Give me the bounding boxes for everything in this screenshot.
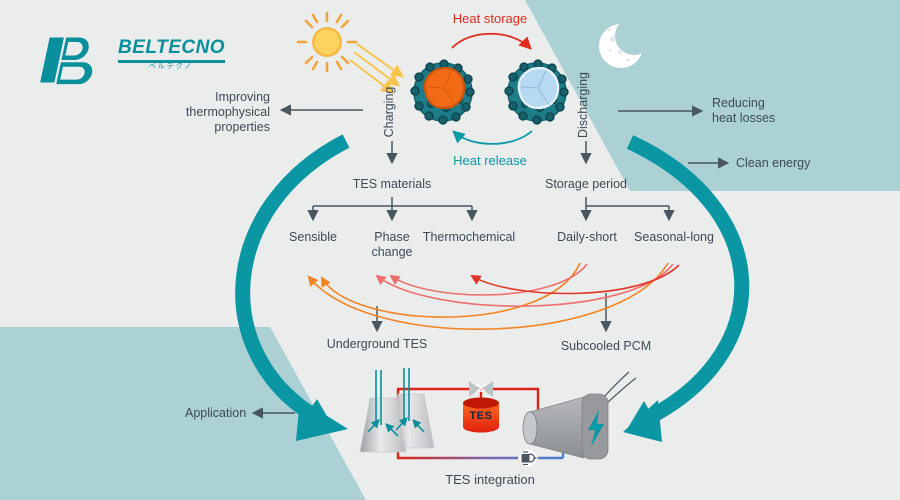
material-phase-change: Phase change — [371, 230, 413, 259]
discharged-particle-icon — [504, 59, 569, 125]
heat-storage-label: Heat storage — [452, 11, 528, 26]
tes-materials-title: TES materials — [352, 177, 432, 191]
tes-integration-caption: TES integration — [445, 472, 535, 487]
clean-energy-label: Clean energy — [736, 156, 811, 170]
brand-logo-icon — [40, 37, 93, 85]
turbine-icon — [522, 371, 637, 460]
sun-icon — [296, 11, 358, 73]
right-cycle-arrow — [623, 135, 750, 442]
subcooled-pcm-label: Subcooled PCM — [560, 339, 652, 353]
material-sensible: Sensible — [289, 230, 337, 244]
moon-icon — [599, 17, 653, 68]
heat-release-arrow — [452, 130, 533, 145]
improving-label: Improving thermophysical properties — [185, 90, 270, 134]
gray-arrows — [251, 104, 730, 419]
lightning-bolt-icon — [588, 410, 604, 447]
charged-particle-icon — [410, 59, 475, 125]
charging-label: Charging — [382, 86, 396, 138]
heat-storage-arrow — [451, 32, 532, 50]
left-cycle-arrow — [235, 134, 350, 441]
period-seasonal-long: Seasonal-long — [634, 230, 714, 244]
sun-rays-arrows — [349, 43, 405, 94]
storage-period-title: Storage period — [544, 177, 628, 191]
material-thermochemical: Thermochemical — [422, 230, 516, 244]
brand-name-japanese: ベルテクノ — [148, 62, 194, 70]
brand-name: BELTECNO — [118, 37, 226, 63]
tank-label: TES — [469, 410, 493, 422]
reducing-label: Reducing heat losses — [712, 96, 776, 125]
valve-icon — [469, 381, 493, 397]
technique-link-arrows — [307, 262, 680, 330]
tes-integration-diagram — [359, 368, 637, 468]
pump-icon — [518, 448, 538, 468]
underground-tes-label: Underground TES — [326, 337, 428, 351]
application-label: Application — [185, 406, 247, 420]
tes-tank-icon — [463, 392, 499, 433]
heat-release-label: Heat release — [453, 153, 527, 168]
cooling-tower-icon — [359, 368, 435, 453]
period-daily-short: Daily-short — [557, 230, 617, 244]
discharging-label: Discharging — [576, 71, 590, 139]
